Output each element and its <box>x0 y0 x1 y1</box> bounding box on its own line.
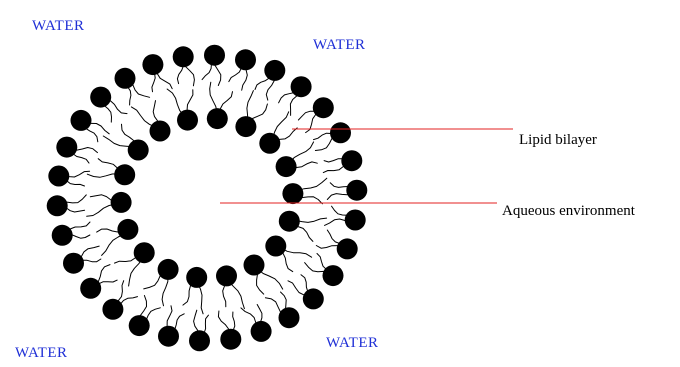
inner-lipid-head <box>150 121 171 142</box>
outer-lipid-head <box>158 326 179 347</box>
outer-lipid-head <box>264 60 285 81</box>
inner-lipid-head <box>177 110 198 131</box>
inner-lipid-head <box>265 236 286 257</box>
aqueous-environment-label: Aqueous environment <box>502 203 636 219</box>
inner-lipid-head <box>158 259 179 280</box>
outer-lipid-head <box>235 49 256 70</box>
outer-lipid-head <box>56 137 77 158</box>
outer-lipid-head <box>313 97 334 118</box>
water-label-bottom-left: WATER <box>15 345 68 361</box>
outer-lipid-head <box>204 45 225 66</box>
outer-lipid-head <box>279 307 300 328</box>
outer-lipid-head <box>90 87 111 108</box>
inner-lipid-head <box>259 133 280 154</box>
outer-lipid-head <box>71 110 92 131</box>
inner-lipid-head <box>235 116 256 137</box>
outer-lipid-head <box>330 122 351 143</box>
inner-lipid-head <box>282 183 303 204</box>
water-label-top-right: WATER <box>313 37 366 53</box>
inner-lipid-head <box>279 211 300 232</box>
lipid-bilayer-ring <box>47 45 368 352</box>
inner-lipid-head <box>276 156 297 177</box>
inner-lipid-head <box>111 192 132 213</box>
inner-lipid-head <box>117 219 138 240</box>
outer-lipid-head <box>115 68 136 89</box>
inner-lipid-head <box>114 164 135 185</box>
outer-lipid-head <box>129 315 150 336</box>
outer-lipid-head <box>189 330 210 351</box>
outer-lipid-head <box>345 210 366 231</box>
outer-lipid-head <box>48 166 69 187</box>
outer-lipid-head <box>303 288 324 309</box>
inner-lipid-head <box>207 108 228 129</box>
outer-lipid-head <box>341 150 362 171</box>
lipid-bilayer-label: Lipid bilayer <box>519 132 597 148</box>
inner-lipid-head <box>216 265 237 286</box>
inner-lipid-head <box>186 267 207 288</box>
inner-lipid-head <box>134 242 155 263</box>
inner-lipid-head <box>128 140 149 161</box>
outer-lipid-head <box>251 321 272 342</box>
inner-lipid-head <box>244 255 265 276</box>
outer-lipid-head <box>52 225 73 246</box>
water-label-top-left: WATER <box>32 18 85 34</box>
outer-lipid-head <box>47 195 68 216</box>
outer-lipid-head <box>220 329 241 350</box>
outer-lipid-head <box>337 238 358 259</box>
water-label-bottom-right: WATER <box>326 335 379 351</box>
outer-lipid-head <box>102 299 123 320</box>
outer-lipid-head <box>173 46 194 67</box>
outer-lipid-head <box>346 180 367 201</box>
outer-lipid-head <box>142 54 163 75</box>
outer-lipid-head <box>80 278 101 299</box>
outer-lipid-head <box>63 253 84 274</box>
outer-lipid-head <box>323 265 344 286</box>
outer-lipid-head <box>291 76 312 97</box>
